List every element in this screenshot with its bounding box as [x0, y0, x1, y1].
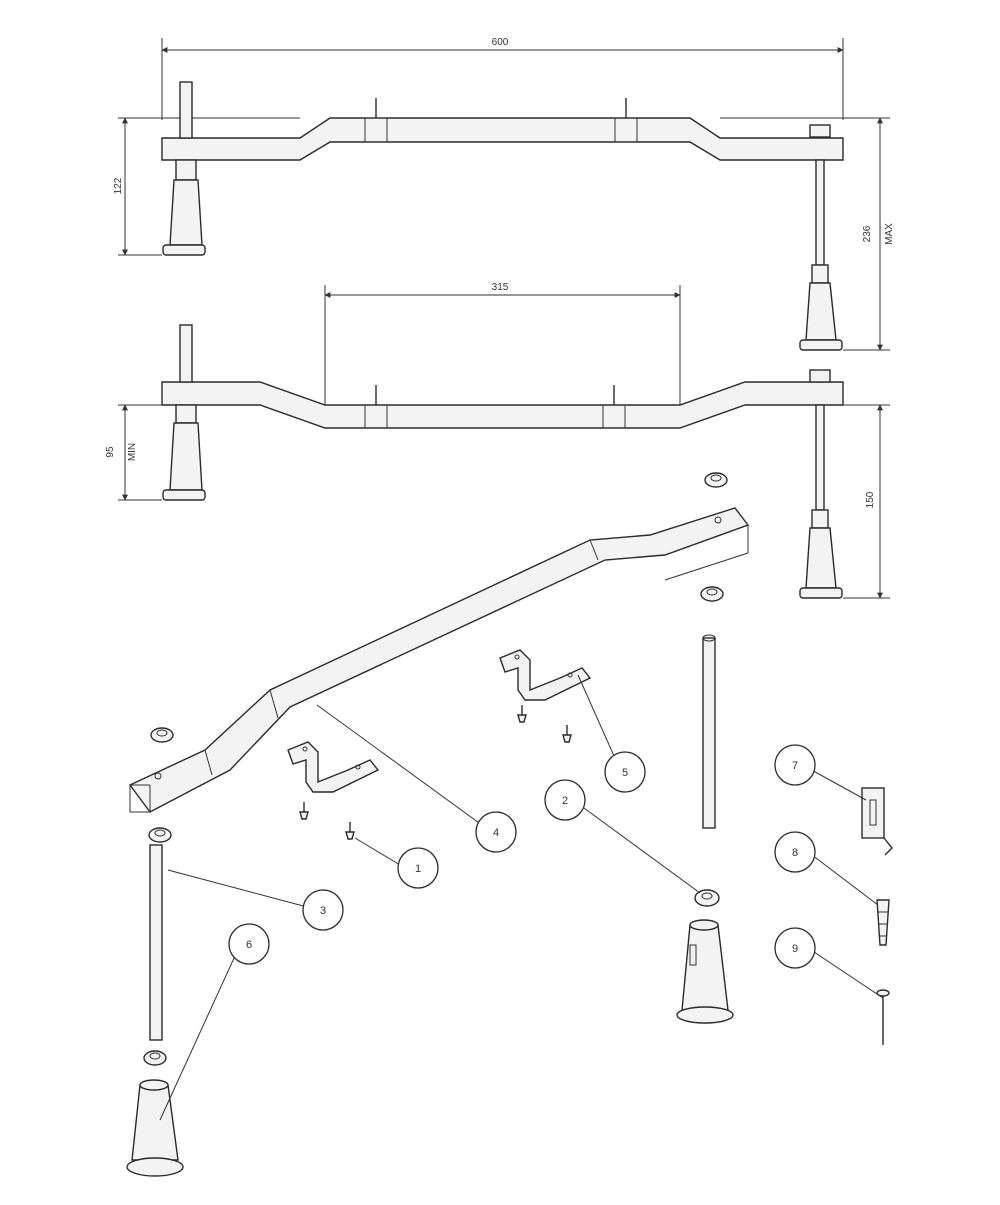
callout-5-label: 5	[622, 767, 628, 779]
threaded-rod-left	[149, 844, 163, 1041]
top-left-height-label: 122	[113, 177, 124, 194]
callout-7-label: 7	[792, 760, 798, 772]
mid-left-height-label: 95	[105, 446, 116, 458]
nut-left-top	[150, 727, 174, 743]
inner-width-dimension: 315	[324, 282, 681, 405]
exploded-crossbar	[128, 507, 750, 813]
nut-right-upper	[700, 586, 724, 602]
callout-8: 8	[774, 831, 816, 873]
callout-1-label: 1	[415, 863, 421, 875]
callout-8-label: 8	[792, 847, 798, 859]
overall-width-dimension: 600	[161, 37, 844, 120]
screw-c	[299, 802, 309, 820]
mid-right-height-dimension: 150	[843, 404, 890, 599]
exploded-view: 1 2 3 4 5 6 7 8	[126, 472, 893, 1177]
top-left-leg	[162, 81, 206, 256]
mid-left-leg	[162, 324, 206, 501]
callout-leaders	[159, 674, 884, 1121]
screw-b	[562, 725, 572, 743]
mid-right-height-label: 150	[865, 491, 876, 508]
callout-9: 9	[774, 927, 816, 969]
screw-a	[517, 705, 527, 723]
long-screw	[876, 989, 890, 1045]
top-elevation-view: 600	[113, 37, 895, 351]
mid-right-leg	[799, 369, 843, 599]
callout-2: 2	[544, 779, 586, 821]
foot-left	[126, 1079, 184, 1177]
callout-7: 7	[774, 744, 816, 786]
nut-right-lower	[694, 889, 720, 907]
nut-top-right	[704, 472, 728, 488]
nut-left-mid	[148, 827, 172, 843]
top-right-height-sublabel: MAX	[884, 223, 895, 245]
callout-3: 3	[302, 889, 344, 931]
threaded-rod-right	[702, 634, 716, 829]
callout-4: 4	[475, 811, 517, 853]
bottom-elevation-view: 315 95 MI	[105, 282, 890, 599]
bracket-left	[287, 741, 380, 793]
callout-4-label: 4	[493, 827, 499, 839]
mid-left-height-sublabel: MIN	[127, 443, 138, 461]
mid-left-height-dimension: 95 MIN	[105, 404, 162, 501]
wall-plug	[876, 899, 890, 946]
top-right-height-label: 236	[862, 225, 873, 242]
nut-left-bottom	[143, 1050, 167, 1066]
overall-width-label: 600	[492, 37, 509, 48]
wall-clip	[861, 787, 893, 856]
callout-2-label: 2	[562, 795, 568, 807]
top-right-height-dimension: 236 MAX	[843, 117, 895, 351]
mid-crossbar	[161, 381, 844, 429]
bracket-right	[499, 649, 592, 701]
screw-d	[345, 822, 355, 840]
callout-6: 6	[228, 923, 270, 965]
foot-right	[676, 919, 734, 1024]
callout-3-label: 3	[320, 905, 326, 917]
callout-5: 5	[604, 751, 646, 793]
top-crossbar	[161, 98, 844, 161]
callout-9-label: 9	[792, 943, 798, 955]
inner-width-label: 315	[492, 282, 509, 293]
callout-6-label: 6	[246, 939, 252, 951]
top-left-height-dimension: 122	[113, 117, 162, 256]
top-right-leg	[799, 124, 843, 351]
callout-1: 1	[397, 847, 439, 889]
